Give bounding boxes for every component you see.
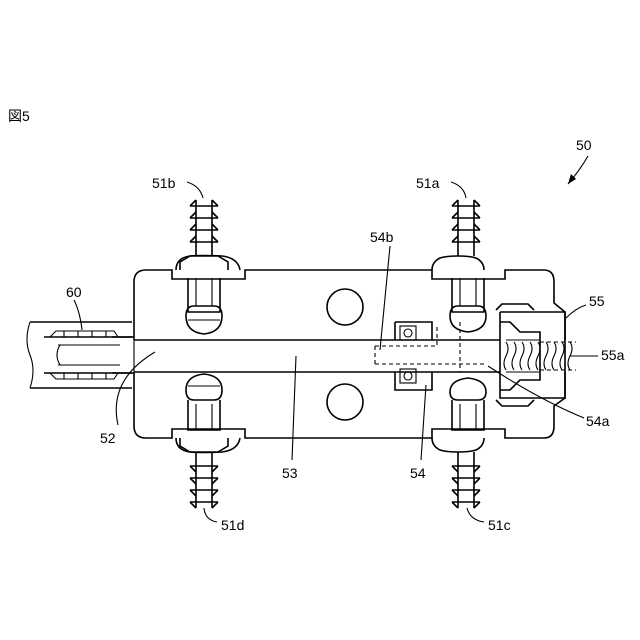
figure-title: 図5: [8, 108, 30, 124]
label-50: 50: [576, 137, 592, 153]
label-54b: 54b: [370, 229, 394, 245]
label-60: 60: [66, 284, 82, 300]
bolt-hole-upper: [327, 289, 363, 325]
label-51c: 51c: [488, 517, 511, 533]
fitting-51a: [450, 200, 486, 332]
label-51b: 51b: [152, 175, 176, 191]
label-51d: 51d: [221, 517, 244, 533]
label-51a: 51a: [416, 175, 440, 191]
label-52: 52: [100, 430, 116, 446]
label-55a: 55a: [601, 347, 625, 363]
fitting-51d: [180, 374, 228, 508]
label-53: 53: [282, 465, 298, 481]
hose-60: [27, 322, 132, 388]
arrow-50: [568, 156, 588, 184]
leader-lines: [74, 182, 598, 522]
label-55: 55: [589, 293, 605, 309]
fitting-51c: [450, 378, 486, 508]
label-54: 54: [410, 465, 426, 481]
label-54a: 54a: [586, 413, 610, 429]
channel-53: [112, 337, 134, 373]
bolt-hole-lower: [327, 384, 363, 420]
fitting-51b: [180, 200, 228, 334]
